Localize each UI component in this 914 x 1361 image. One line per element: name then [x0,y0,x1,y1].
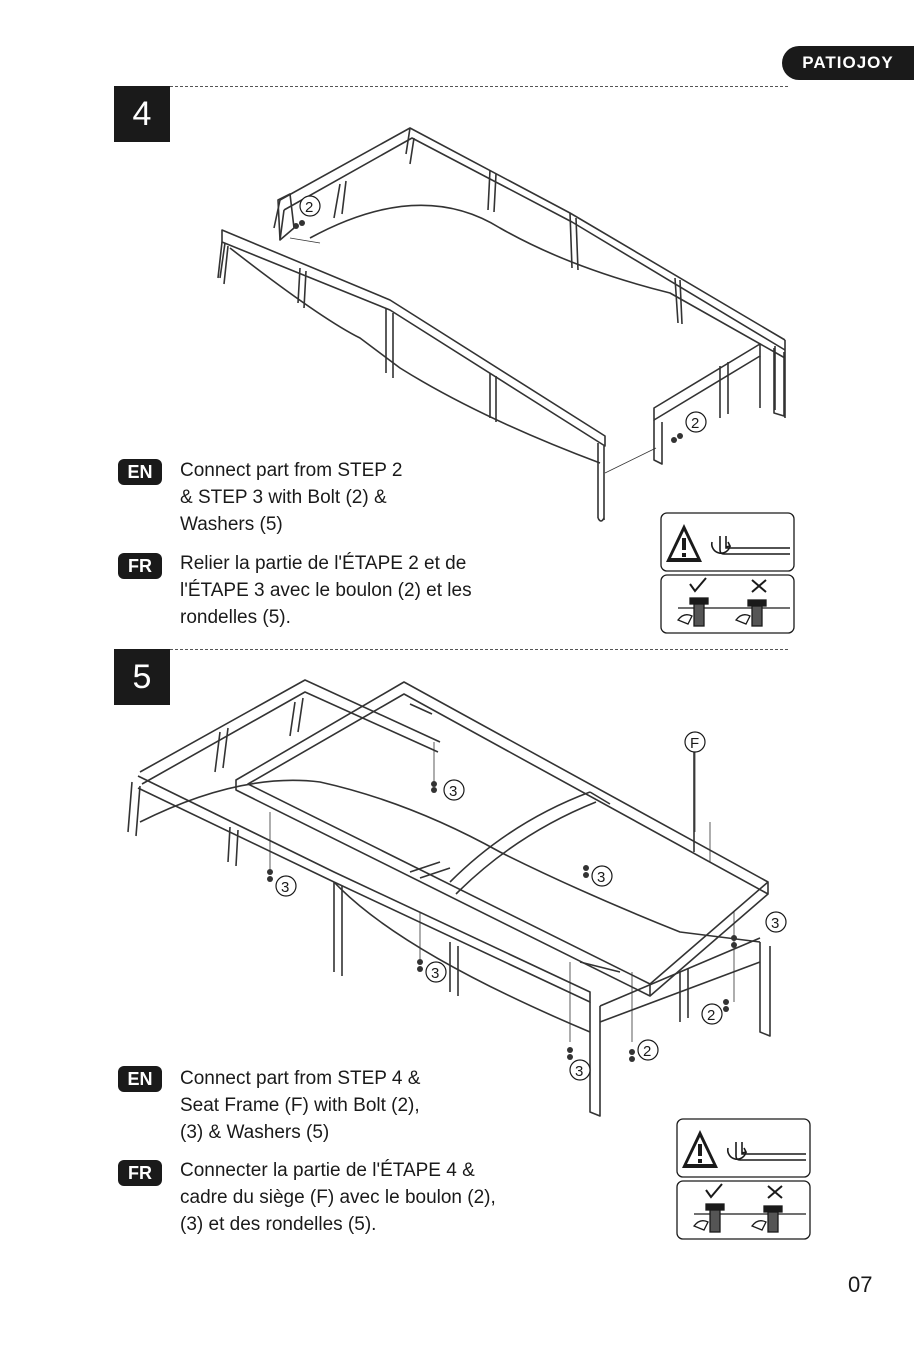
cross-icon [751,579,767,593]
page-number: 07 [848,1272,873,1297]
step-5-callout-3c: 3 [431,965,439,982]
step-5-callout-3d: 3 [597,869,605,886]
text-line: Connect part from STEP 4 & [180,1068,421,1089]
text-line: Washers (5) [180,514,283,535]
check-icon [705,1183,723,1199]
step-5-divider [170,649,788,650]
text-line: (3) & Washers (5) [180,1122,330,1143]
step-5-fr-text: Connecter la partie de l'ÉTAPE 4 & cadre… [180,1157,496,1238]
warning-icon [666,524,702,562]
step-4-en-text: Connect part from STEP 2 & STEP 3 with B… [180,457,402,538]
text-line: Connecter la partie de l'ÉTAPE 4 & [180,1160,475,1181]
allen-key-icon [726,1142,806,1161]
step-4-callout-2a: 2 [305,199,313,216]
step-5-warning-panel [676,1118,811,1240]
step-4-fr-text: Relier la partie de l'ÉTAPE 2 et de l'ÉT… [180,550,472,631]
step-4-en-badge: EN [118,459,162,485]
cross-icon [767,1185,783,1199]
step-4-fr-badge: FR [118,553,162,579]
brand-logo: PATIOJOY [782,46,914,80]
text-line: cadre du siège (F) avec le boulon (2), [180,1187,496,1208]
text-line: l'ÉTAPE 3 avec le boulon (2) et les [180,580,472,601]
step-5-en-badge: EN [118,1066,162,1092]
allen-key-icon [710,536,790,555]
step-5-callout-3b: 3 [281,879,289,896]
step-5-fr-badge: FR [118,1160,162,1186]
text-line: Relier la partie de l'ÉTAPE 2 et de [180,553,467,574]
step-5-number: 5 [114,649,170,705]
bolt-icon [692,1203,806,1233]
check-icon [689,577,707,593]
bolt-icon [676,597,790,627]
step-4-callout-2b: 2 [691,415,699,432]
step-5-callout-3a: 3 [449,783,457,800]
step-4-warning-panel [660,512,795,634]
step-5-callout-3e: 3 [771,915,779,932]
step-4-divider [170,86,788,87]
text-line: Seat Frame (F) with Bolt (2), [180,1095,420,1116]
text-line: & STEP 3 with Bolt (2) & [180,487,387,508]
text-line: Connect part from STEP 2 [180,460,403,481]
step-4-frame-illustration: 2 2 [217,127,786,522]
step-5-en-text: Connect part from STEP 4 & Seat Frame (F… [180,1065,420,1146]
step-5-callout-3f: 3 [575,1063,583,1080]
step-4-number: 4 [114,86,170,142]
step-5-callout-F: F [690,735,699,752]
text-line: (3) et des rondelles (5). [180,1214,377,1235]
step-5-callout-2b: 2 [707,1007,715,1024]
step-5-callout-2a: 2 [643,1043,651,1060]
step-5-frame-illustration: F 3 3 3 3 3 3 2 2 [127,679,787,1117]
text-line: rondelles (5). [180,607,291,628]
warning-icon [682,1130,718,1168]
